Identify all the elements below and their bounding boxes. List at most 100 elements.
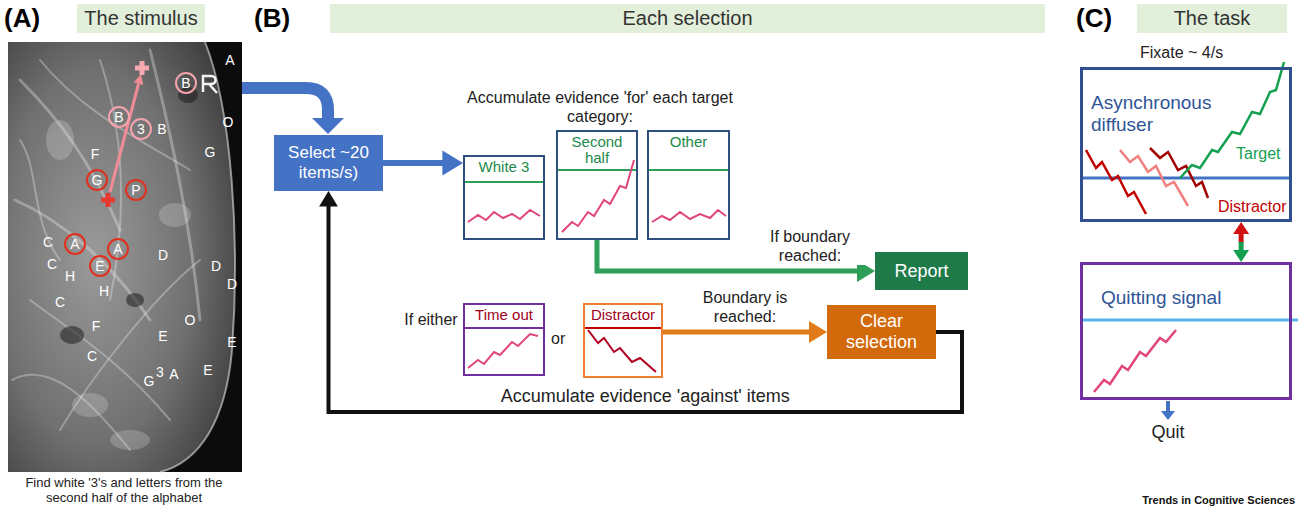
node-text: A (113, 242, 122, 256)
stimulus-letter: E (158, 328, 167, 344)
connector-part (1233, 250, 1249, 262)
fixation-path (134, 74, 144, 85)
evidence-box: Second half (556, 130, 638, 240)
process-box: Select ~20 items/s) (274, 135, 383, 191)
note-text: or (551, 330, 565, 348)
stimulus-letter: D (227, 276, 237, 292)
fixation-path (110, 84, 139, 192)
connector-part (809, 321, 827, 343)
node-text: B (114, 110, 123, 124)
node-text: Second half (558, 132, 636, 166)
node-text: Asynchronous diffuser (1091, 92, 1241, 136)
node-text: Distractor (585, 305, 661, 323)
mammogram (72, 393, 108, 417)
mammogram (150, 50, 200, 320)
stimulus-letter: 3 (156, 364, 164, 380)
mammogram (20, 80, 120, 230)
circled-letter: A (107, 238, 129, 260)
mammogram (160, 42, 235, 472)
caption-text: Find white '3's and letters from the sec… (6, 475, 242, 505)
mammogram (15, 200, 150, 320)
quit-text: Quit (1138, 422, 1198, 443)
diffusion-trace (1150, 148, 1208, 198)
node-text: P (131, 183, 140, 197)
node-text: The stimulus (84, 7, 197, 30)
edge-label: Boundary is reached: (693, 289, 797, 326)
circled-letter: A (64, 233, 86, 255)
diffusion-trace (1080, 62, 1298, 392)
stimulus-letter: B (157, 121, 166, 137)
circled-letter: B (108, 106, 130, 128)
panel-header: Each selection (330, 4, 1045, 33)
stimulus-letter: G (144, 373, 155, 389)
connector-arrow (319, 191, 962, 412)
quitting-panel: Quitting signal (1080, 262, 1292, 400)
stimulus-letter: H (65, 268, 75, 284)
connector-part (329, 205, 963, 412)
node-text: Select ~20 items/s) (280, 143, 377, 182)
stimulus-letter: C (47, 256, 57, 272)
fixation-path (135, 61, 149, 75)
stimulus-letter: O (223, 114, 234, 130)
edge-label: Accumulate evidence 'against' items (499, 386, 792, 407)
quit-arrow (1161, 401, 1175, 420)
connector-line (663, 332, 810, 333)
connector-arrow (1233, 222, 1249, 262)
report-box: Report (875, 252, 968, 290)
panel-letter: (A) (4, 4, 40, 34)
connector-line (329, 205, 963, 412)
connector-part (663, 330, 810, 335)
evidence-trace (465, 327, 543, 329)
diffusion-trace (1094, 330, 1176, 392)
quit-arrow (1161, 411, 1175, 420)
evidence-trace (585, 327, 661, 329)
stimulus-letter: O (185, 312, 196, 328)
connector-part (383, 160, 443, 166)
mammogram (46, 120, 74, 160)
mammogram (12, 50, 200, 450)
node-text: B (181, 76, 190, 90)
mammogram (110, 430, 150, 450)
mammogram (8, 42, 242, 472)
stimulus-letter: G (205, 144, 216, 160)
node-text: White 3 (465, 157, 543, 175)
stimulus-letter: A (225, 52, 234, 68)
stimulus-letter: D (211, 258, 221, 274)
evidence-box: White 3 (463, 155, 545, 240)
connector-part (1233, 222, 1249, 234)
node-text: G (92, 173, 103, 187)
circled-letter: 3 (130, 118, 152, 140)
stimulus-arrow (312, 118, 344, 134)
evidence-trace (588, 330, 656, 372)
node-text: Other (649, 132, 728, 150)
node-text: A (70, 237, 79, 251)
watermark: Trends in Cognitive Sciences (1142, 494, 1295, 507)
mammogram (126, 293, 144, 307)
node-text: Time out (465, 305, 543, 323)
evidence-box: Other (647, 130, 730, 240)
mammogram (60, 326, 84, 344)
stimulus-letter: D (158, 247, 168, 263)
diffusion-trace (1120, 150, 1188, 206)
edge-label: If boundary reached: (753, 228, 867, 265)
diffusion-trace (1080, 319, 1298, 322)
evidence-trace (652, 210, 726, 222)
node-text: Target (1236, 145, 1280, 163)
node-text: The task (1174, 7, 1251, 30)
connector-part (442, 150, 463, 175)
mammogram (203, 76, 217, 93)
stimulus-letter: H (99, 283, 109, 299)
stimulus-letter: C (87, 348, 97, 364)
stimulus-letter: A (169, 366, 178, 382)
panel-letter: (C) (1076, 4, 1112, 34)
stimulus-arrow (242, 88, 344, 134)
connector-line (383, 163, 443, 164)
note-text: Fixate ~ 4/s (1140, 44, 1223, 62)
diffusion-trace (1180, 62, 1284, 178)
mammogram (159, 203, 191, 227)
stimulus-letter: E (227, 334, 236, 350)
mammogram (30, 300, 170, 420)
